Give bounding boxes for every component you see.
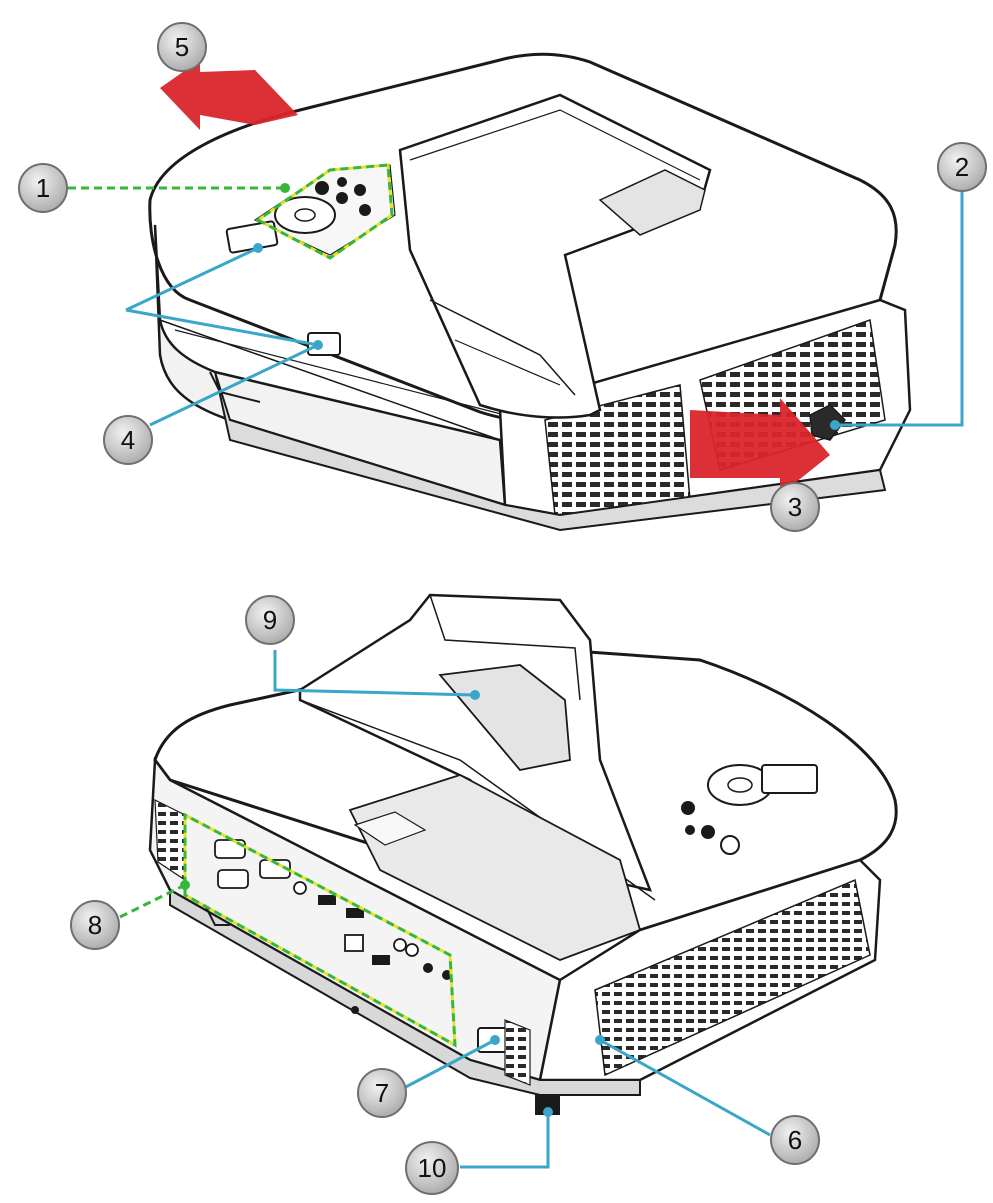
callout-9: 9 [246, 596, 294, 644]
callout-10: 10 [406, 1142, 458, 1194]
callout-7-label: 7 [375, 1078, 389, 1108]
callout-9-label: 9 [263, 605, 277, 635]
callout-5-label: 5 [175, 32, 189, 62]
callout-7: 7 [358, 1069, 406, 1117]
callout-4: 4 [104, 416, 152, 464]
callout-4-label: 4 [121, 425, 135, 455]
callout-3: 3 [771, 483, 819, 531]
callout-6: 6 [771, 1116, 819, 1164]
callout-2-label: 2 [955, 152, 969, 182]
callout-1: 1 [19, 164, 67, 212]
power-button-top [315, 181, 329, 195]
callout-10-label: 10 [418, 1153, 447, 1183]
callout-5: 5 [158, 23, 206, 71]
callout-8-label: 8 [88, 910, 102, 940]
callout-3-label: 3 [788, 492, 802, 522]
callout-6-label: 6 [788, 1125, 802, 1155]
callout-8: 8 [71, 901, 119, 949]
callout-1-label: 1 [36, 173, 50, 203]
callout-2: 2 [938, 143, 986, 191]
